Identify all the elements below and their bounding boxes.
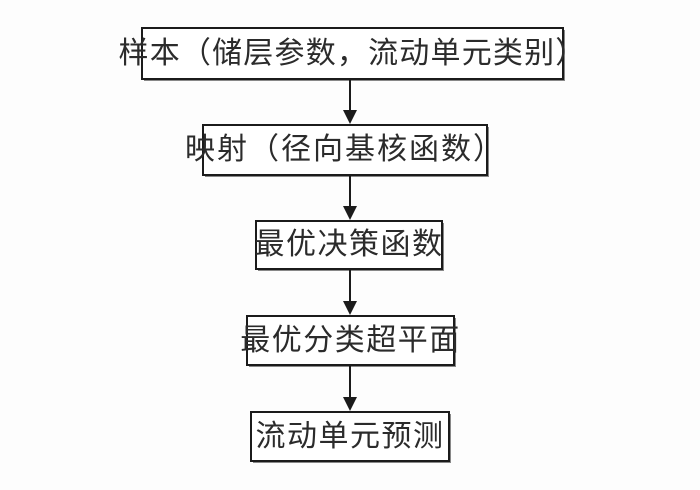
flowchart-node-mapping-label: 映射（径向基核函数）: [185, 132, 505, 167]
arrow-head-down-icon: [343, 110, 357, 124]
flowchart-node-decision[interactable]: 最优决策函数: [255, 220, 443, 270]
arrow-head-down-icon: [343, 397, 357, 411]
arrow-head-down-icon: [343, 301, 357, 315]
arrow-head-down-icon: [343, 206, 357, 220]
arrow-stem: [349, 80, 351, 110]
flowchart-arrow-mapping-to-decision: [342, 176, 358, 220]
flowchart-node-hyperplane-label: 最优分类超平面: [240, 322, 461, 358]
flowchart-arrow-decision-to-hyperplane: [342, 270, 358, 315]
flowchart-node-sample[interactable]: 样本（储层参数，流动单元类别）: [119, 27, 585, 80]
flowchart-node-decision-label: 最优决策函数: [254, 227, 444, 262]
flowchart-node-sample-label: 样本（储层参数，流动单元类别）: [118, 35, 587, 71]
flowchart-arrow-hyperplane-to-prediction: [342, 366, 358, 411]
flowchart-node-mapping[interactable]: 映射（径向基核函数）: [185, 124, 503, 176]
flowchart-arrow-sample-to-mapping: [342, 80, 358, 124]
arrow-stem: [349, 270, 351, 301]
flowchart-node-prediction[interactable]: 流动单元预测: [250, 411, 450, 462]
flowchart-node-hyperplane[interactable]: 最优分类超平面: [240, 315, 459, 366]
arrow-stem: [349, 366, 351, 397]
arrow-stem: [349, 176, 351, 206]
flowchart-node-prediction-label: 流动单元预测: [255, 418, 445, 454]
